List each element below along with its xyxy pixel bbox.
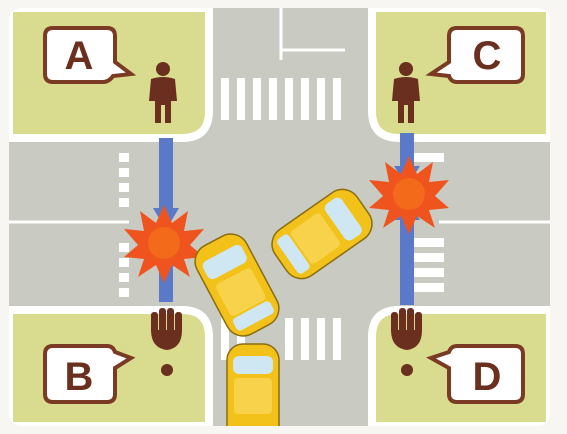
collision-burst-icon (124, 205, 204, 283)
car-topview-icon (271, 188, 373, 280)
speech-bubble-a: A (43, 26, 137, 84)
person-standing-icon (392, 62, 420, 123)
speech-bubble-c: C (425, 26, 525, 84)
car-topview-icon (194, 233, 280, 337)
crosswalk-bottom (221, 318, 341, 360)
collision-burst-icon (369, 156, 449, 234)
label-b: B (65, 355, 94, 399)
label-d: D (473, 355, 502, 399)
crosswalk-right (414, 153, 444, 292)
person-standing-icon (149, 62, 177, 123)
crosswalk-left (119, 153, 129, 297)
speech-bubble-d: D (426, 344, 525, 404)
intersection-svg: A C B D (9, 8, 550, 426)
speech-bubble-b: B (43, 344, 136, 404)
hand-stop-icon (391, 308, 422, 376)
lane-lines (9, 8, 550, 224)
label-c: C (473, 34, 502, 78)
hand-stop-icon (151, 308, 182, 376)
crosswalk-top (221, 78, 341, 120)
car-topview-icon (226, 343, 280, 426)
intersection-diagram: A C B D (9, 8, 550, 426)
label-a: A (65, 34, 94, 78)
